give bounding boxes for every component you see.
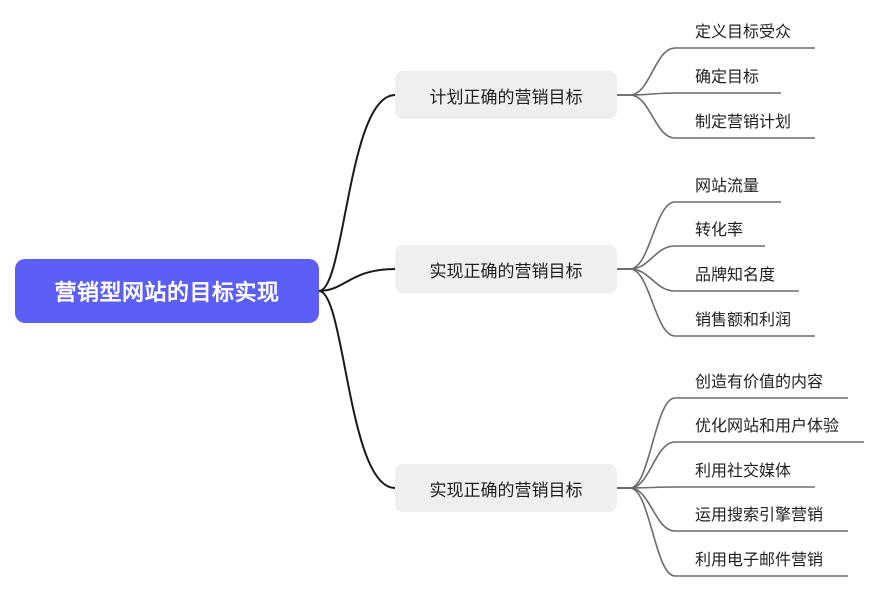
leaf-node[interactable]: 转化率 [695,220,744,239]
root-node[interactable]: 营销型网站的目标实现 [15,259,319,323]
branch-label: 实现正确的营销目标 [429,480,583,501]
leaf-node[interactable]: 优化网站和用户体验 [695,416,840,435]
connector-root-branch-3 [318,290,396,489]
leaf-node[interactable]: 利用电子邮件营销 [695,550,824,569]
leaf-node[interactable]: 利用社交媒体 [695,461,792,480]
leaf-node[interactable]: 网站流量 [695,176,760,195]
connector-b3-leaf-5 [617,487,848,577]
leaf-node[interactable]: 定义目标受众 [695,22,792,41]
branch-node-2[interactable]: 实现正确的营销目标 [395,245,617,293]
root-label: 营销型网站的目标实现 [54,281,280,306]
leaf-node[interactable]: 品牌知名度 [695,265,776,284]
connector-b1-leaf-2 [617,92,781,96]
branch-node-3[interactable]: 实现正确的营销目标 [395,464,617,512]
connector-b2-leaf-4 [617,268,815,337]
connector-root-branch-2 [318,268,396,292]
leaf-node[interactable]: 确定目标 [695,67,760,86]
connector-b1-leaf-3 [617,94,815,139]
leaf-node[interactable]: 制定营销计划 [695,112,792,131]
branch-label: 实现正确的营销目标 [429,261,583,282]
leaf-node[interactable]: 创造有价值的内容 [695,372,824,391]
connector-b3-leaf-3 [617,486,815,489]
branch-node-1[interactable]: 计划正确的营销目标 [395,71,617,119]
leaf-node[interactable]: 运用搜索引擎营销 [695,505,824,524]
leaf-node[interactable]: 销售额和利润 [695,310,792,329]
connector-root-branch-1 [318,94,396,292]
branch-label: 计划正确的营销目标 [429,87,583,108]
